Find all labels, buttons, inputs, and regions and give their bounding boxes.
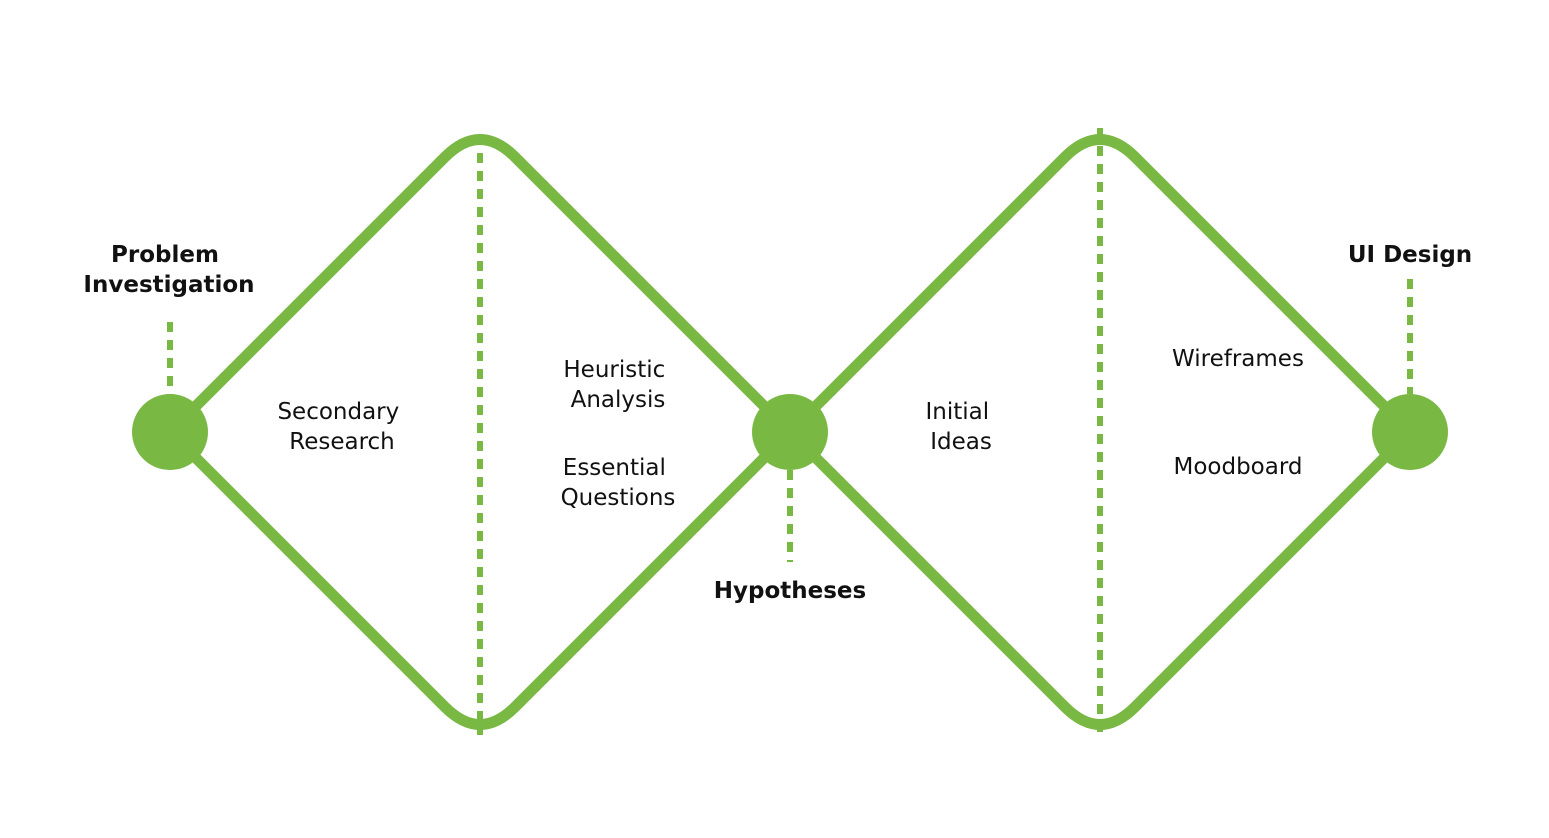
problem-investigation-line-2: Investigation <box>83 272 254 298</box>
wireframes-label: Wireframes <box>1172 346 1304 372</box>
essential-questions-line-1: Essential <box>563 455 666 481</box>
problem-investigation-line-1: Problem <box>111 242 219 268</box>
hypotheses-node <box>752 394 828 470</box>
moodboard-label: Moodboard <box>1173 454 1302 480</box>
heuristic-analysis-line-1: Heuristic <box>563 357 665 383</box>
secondary-research-label: Secondary Research <box>277 399 406 455</box>
initial-ideas-line-1: Initial <box>926 399 990 425</box>
hypotheses-label: Hypotheses <box>714 578 866 604</box>
heuristic-analysis-line-2: Analysis <box>571 387 666 413</box>
ui-design-label: UI Design <box>1348 242 1472 268</box>
problem-investigation-label: Problem Investigation <box>83 242 254 298</box>
secondary-research-line-1: Secondary <box>277 399 399 425</box>
initial-ideas-label: Initial Ideas <box>926 399 997 455</box>
problem-investigation-node <box>132 394 208 470</box>
initial-ideas-line-2: Ideas <box>930 429 992 455</box>
secondary-research-line-2: Research <box>289 429 395 455</box>
essential-questions-label: Essential Questions <box>561 455 676 511</box>
essential-questions-line-2: Questions <box>561 485 676 511</box>
heuristic-analysis-label: Heuristic Analysis <box>563 357 672 413</box>
ui-design-node <box>1372 394 1448 470</box>
